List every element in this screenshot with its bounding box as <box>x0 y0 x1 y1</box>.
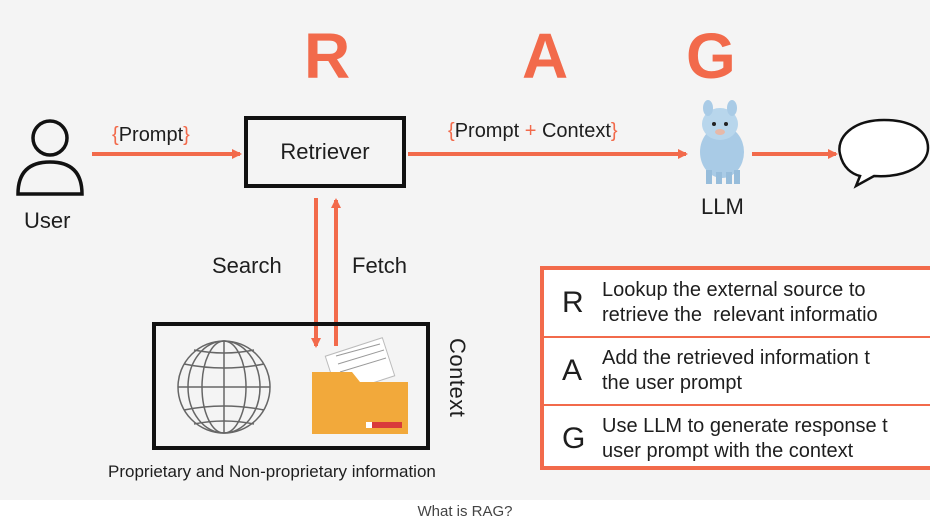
letter-r: R <box>304 20 351 92</box>
folder-icon <box>312 337 408 434</box>
diagram-canvas: R A G <box>0 0 930 500</box>
legend-text: Use LLM to generate response t user prom… <box>602 415 888 462</box>
legend-row-g: G Use LLM to generate response t user pr… <box>544 406 930 472</box>
legend-text: Add the retrieved information t the user… <box>602 347 870 394</box>
legend-letter: G <box>562 422 586 455</box>
fetch-label: Fetch <box>352 253 408 278</box>
legend-divider <box>544 336 930 338</box>
context-caption: Proprietary and Non-proprietary informat… <box>108 462 436 481</box>
letter-a: A <box>522 20 569 92</box>
legend-row-a: A Add the retrieved information t the us… <box>544 338 930 404</box>
retriever-label: Retriever <box>280 139 370 164</box>
llm-label: LLM <box>701 194 744 219</box>
context-node <box>152 322 430 450</box>
retriever-node: Retriever <box>244 116 406 188</box>
context-label: Context <box>445 338 470 418</box>
legend-text: Lookup the external source to retrieve t… <box>602 279 878 326</box>
letter-g: G <box>686 20 736 92</box>
speech-bubble-icon <box>838 118 930 189</box>
search-label: Search <box>212 253 282 278</box>
legend-letter: R <box>562 286 584 319</box>
legend-row-r: R Lookup the external source to retrieve… <box>544 270 930 336</box>
user-label: User <box>24 208 71 233</box>
llama-icon <box>700 100 744 184</box>
rag-legend: R Lookup the external source to retrieve… <box>540 266 930 470</box>
prompt-context-edge-label: {Prompt + Context} <box>448 120 618 142</box>
globe-icon <box>177 340 271 434</box>
user-icon <box>16 119 84 196</box>
connectors <box>16 100 930 434</box>
legend-divider <box>544 404 930 406</box>
prompt-edge-label: {Prompt} <box>112 124 190 146</box>
figure-caption: What is RAG? <box>417 503 513 520</box>
legend-letter: A <box>562 354 583 387</box>
